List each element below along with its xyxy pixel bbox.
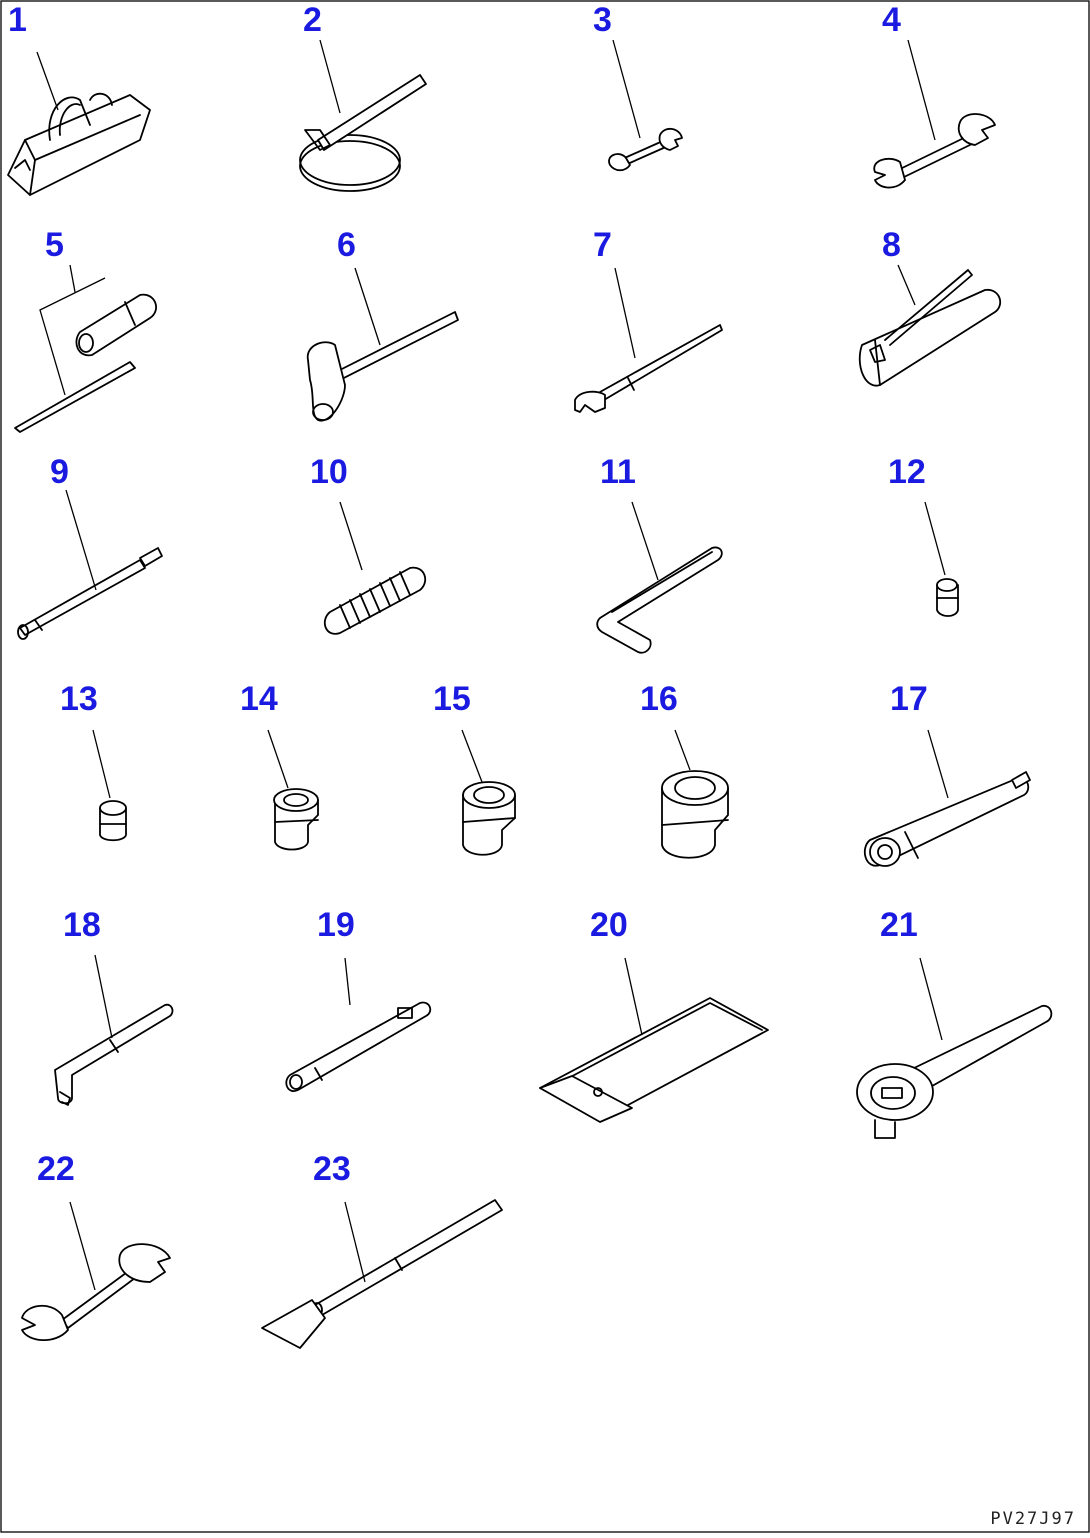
- manual-folder-icon: [539, 957, 769, 1123]
- large-socket-icon: [661, 729, 729, 859]
- callout-6: 6: [337, 226, 356, 264]
- small-spanner-icon: [608, 39, 683, 172]
- callout-4: 4: [882, 1, 901, 39]
- callout-1: 1: [8, 1, 27, 39]
- screwdriver-icon: [17, 489, 163, 640]
- ratchet-handle-icon: [856, 957, 1053, 1139]
- pry-bar-icon: [574, 267, 723, 413]
- callout-21: 21: [880, 906, 918, 944]
- callout-16: 16: [640, 680, 678, 718]
- callout-9: 9: [50, 453, 69, 491]
- callout-20: 20: [590, 906, 628, 944]
- scraper-icon: [261, 1199, 503, 1349]
- grip-handle-icon: [323, 501, 427, 635]
- l-wrench-icon: [54, 954, 174, 1106]
- callout-2: 2: [303, 1, 322, 39]
- callout-12: 12: [888, 453, 926, 491]
- large-spanner-icon: [21, 1201, 171, 1342]
- tiny-socket-icon: [924, 501, 959, 617]
- small-socket-icon: [92, 729, 127, 842]
- callout-19: 19: [317, 906, 355, 944]
- medium-socket-icon: [461, 729, 516, 856]
- spanner-icon: [873, 39, 996, 189]
- callout-13: 13: [60, 680, 98, 718]
- callout-11: 11: [600, 453, 636, 491]
- callout-10: 10: [310, 453, 348, 491]
- callout-7: 7: [593, 226, 612, 264]
- filter-wrench-icon: [299, 39, 427, 192]
- callout-18: 18: [63, 906, 101, 944]
- hammer-icon: [306, 267, 459, 422]
- callout-3: 3: [593, 1, 612, 39]
- callout-15: 15: [433, 680, 471, 718]
- callout-17: 17: [890, 680, 928, 718]
- socket-and-bar-icon: [14, 264, 157, 433]
- drawing-code: PV27J97: [990, 1509, 1076, 1529]
- tool-bag-icon: [7, 51, 151, 196]
- callout-5: 5: [45, 226, 64, 264]
- tool-pouch-icon: [858, 264, 1002, 387]
- callout-22: 22: [37, 1150, 75, 1188]
- socket-wrench-icon: [863, 729, 1031, 867]
- extension-bar-icon: [285, 957, 432, 1092]
- callout-14: 14: [240, 680, 278, 718]
- callout-8: 8: [882, 226, 901, 264]
- socket-icon: [267, 729, 319, 851]
- callout-23: 23: [313, 1150, 351, 1188]
- hex-key-icon: [596, 501, 723, 654]
